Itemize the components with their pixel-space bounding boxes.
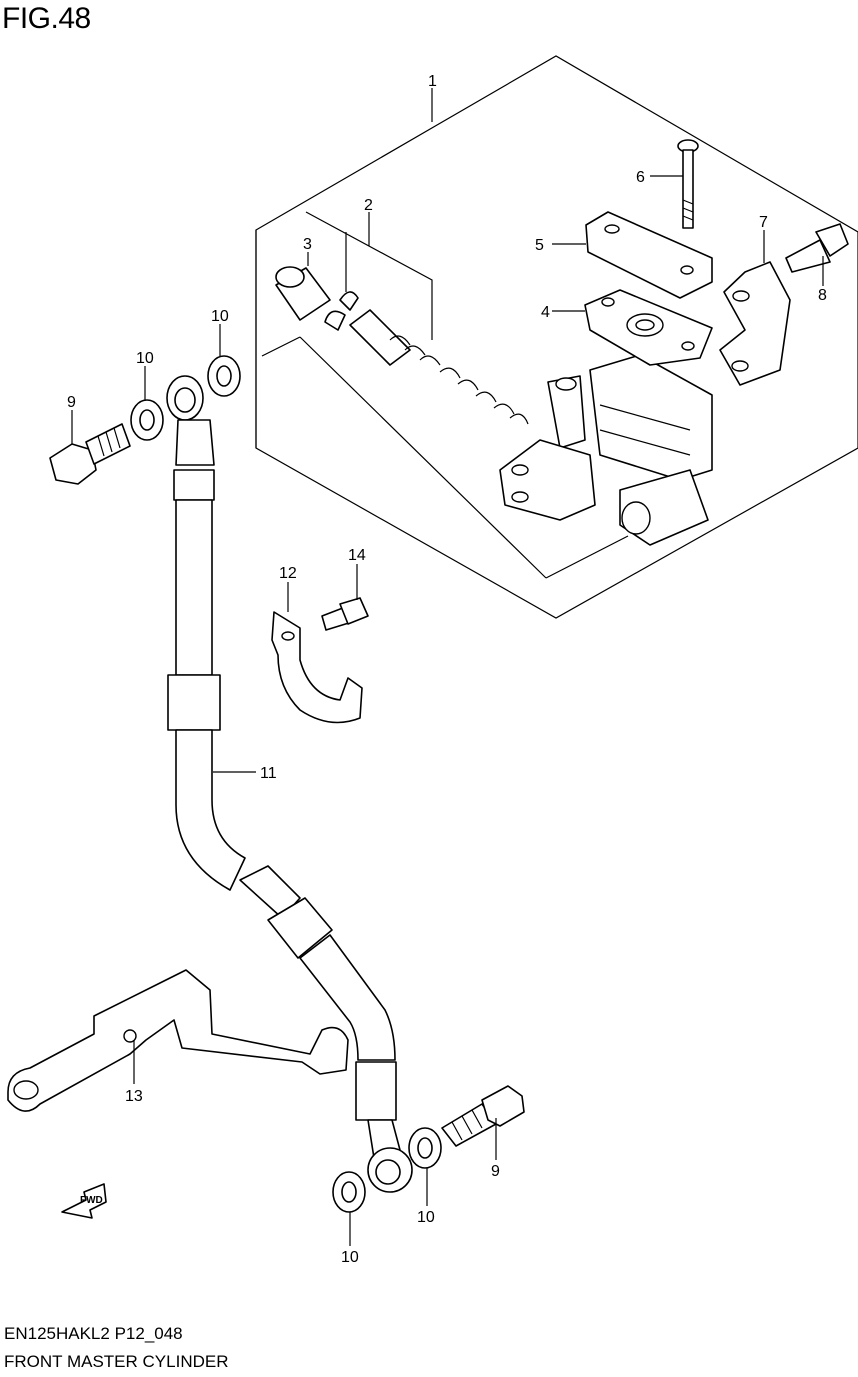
gasket-washers	[130, 355, 442, 1213]
hose-bracket	[7, 969, 349, 1112]
callout-10-a: 10	[136, 350, 154, 367]
diaphragm-plate	[584, 289, 713, 366]
callout-2: 2	[364, 197, 373, 214]
callout-labels: 1 2 3 4 5 6 7 8 9 10 10 11 12 14 13 9 10…	[67, 73, 827, 1266]
holder-clamp	[719, 261, 791, 386]
master-cylinder-body	[499, 354, 713, 546]
union-bolt-left	[49, 423, 131, 485]
callout-10-c: 10	[417, 1209, 435, 1226]
piston-and-spring	[275, 266, 529, 425]
clamp-bolt	[321, 597, 369, 631]
holder-bolt	[785, 223, 849, 273]
figure-name: FRONT MASTER CYLINDER	[4, 1352, 229, 1371]
figure-title: FIG.48	[2, 2, 91, 35]
cap-screw	[677, 139, 699, 229]
callout-13: 13	[125, 1088, 143, 1105]
callout-11: 11	[260, 765, 277, 782]
brake-hose	[166, 375, 413, 1193]
callout-8: 8	[818, 287, 827, 304]
reservoir-cap	[585, 211, 713, 299]
callout-12: 12	[279, 565, 297, 582]
fwd-label: FWD	[80, 1195, 103, 1206]
callout-10-d: 10	[341, 1249, 359, 1266]
callout-4: 4	[541, 304, 550, 321]
figure-code: EN125HAKL2 P12_048	[4, 1324, 183, 1343]
callout-7: 7	[759, 214, 768, 231]
callout-10-b: 10	[211, 308, 229, 325]
assembly-box	[255, 55, 858, 619]
callout-6: 6	[636, 169, 645, 186]
callout-1: 1	[428, 73, 437, 90]
callout-3: 3	[303, 236, 312, 253]
hose-clamp	[271, 611, 363, 724]
callout-9-left: 9	[67, 394, 76, 411]
leader-lines	[71, 88, 824, 1246]
callout-5: 5	[535, 237, 544, 254]
fwd-arrow-icon: FWD	[61, 1183, 107, 1219]
callout-9-right: 9	[491, 1163, 500, 1180]
union-bolt-right	[441, 1085, 525, 1147]
piston-kit-bracket	[305, 211, 433, 340]
callout-14: 14	[348, 547, 366, 564]
